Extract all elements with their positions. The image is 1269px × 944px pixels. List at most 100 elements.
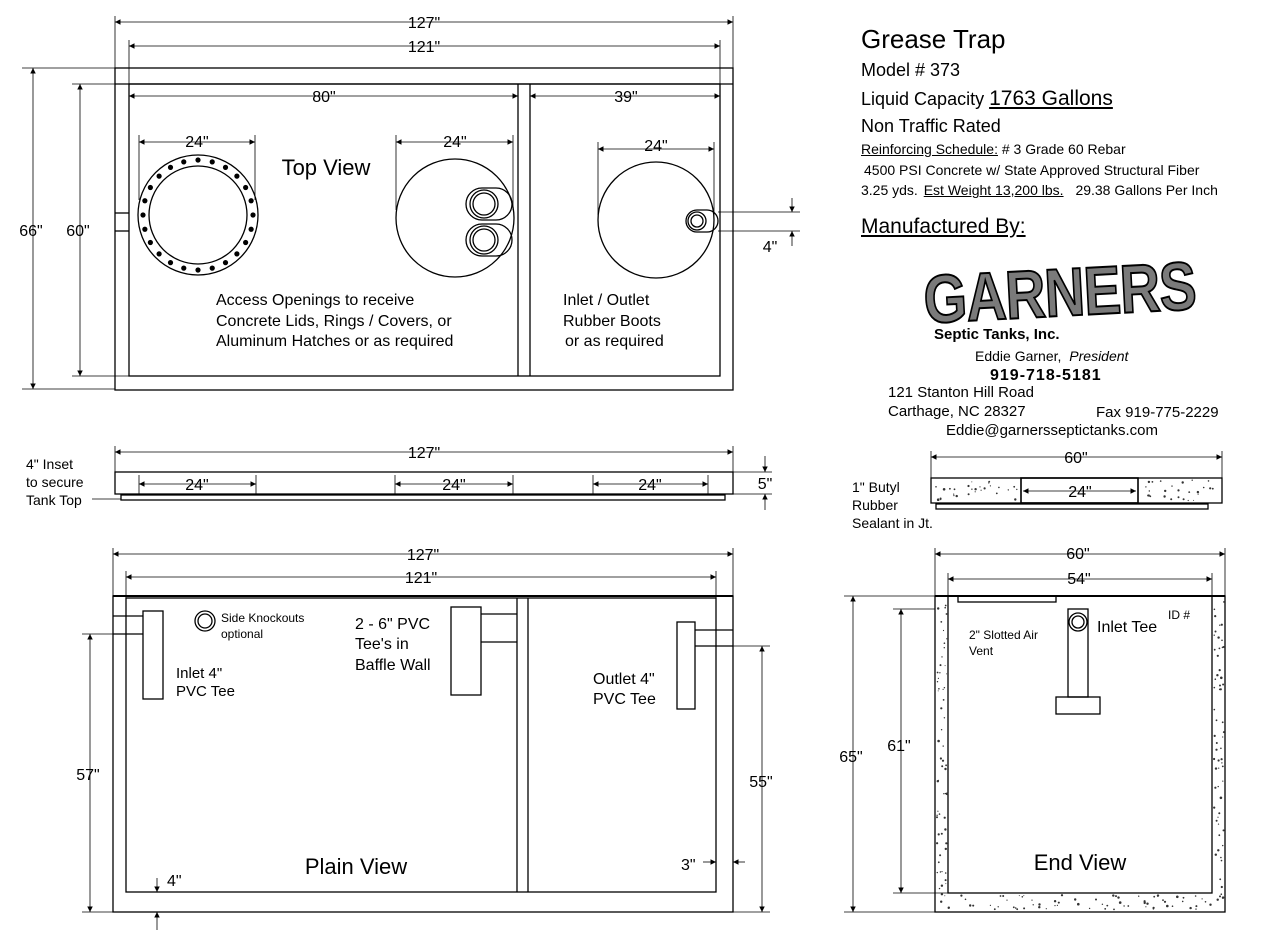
concrete-speck — [1222, 844, 1224, 847]
concrete-speck — [935, 486, 937, 488]
dim-lid-opening-3: 24" — [638, 477, 661, 494]
concrete-speck — [1213, 806, 1216, 809]
concrete-speck — [1182, 498, 1185, 501]
ring-bolt-hole — [243, 239, 249, 246]
end-inlet-tee — [1067, 608, 1089, 698]
concrete-speck — [1219, 684, 1221, 687]
concrete-speck — [1214, 767, 1218, 770]
concrete-speck — [953, 495, 955, 497]
baffle-note-line-1: 2 - 6" PVC — [355, 616, 430, 633]
concrete-speck — [967, 493, 970, 496]
spec-capacity-label: Liquid Capacity — [861, 89, 985, 109]
concrete-speck — [989, 904, 992, 907]
boot-note-line-3: or as required — [565, 333, 664, 350]
concrete-speck — [1222, 731, 1225, 734]
dim-wall-thickness: 3" — [681, 857, 696, 874]
concrete-speck — [1220, 859, 1223, 862]
concrete-speck — [1176, 895, 1179, 899]
concrete-speck — [1220, 856, 1222, 859]
concrete-speck — [938, 813, 941, 815]
concrete-speck — [943, 717, 946, 719]
concrete-speck — [1016, 488, 1018, 491]
spec-traffic: Non Traffic Rated — [861, 116, 1001, 136]
top-view-labels: 127" 121" 80" 39" 66" 60" 24" 24" 24" 4"… — [19, 15, 777, 350]
concrete-speck — [944, 872, 947, 874]
concrete-speck — [969, 904, 972, 907]
logo-person-line: Eddie Garner, President — [975, 348, 1130, 364]
concrete-speck — [1221, 765, 1224, 768]
concrete-speck — [940, 621, 943, 623]
concrete-speck — [1060, 894, 1064, 897]
ring-bolt-hole — [222, 260, 229, 266]
concrete-speck — [1217, 849, 1220, 852]
concrete-speck — [1023, 907, 1026, 910]
concrete-speck — [1166, 904, 1169, 908]
inset-note-line-2: to secure — [26, 474, 84, 490]
concrete-speck — [939, 871, 942, 873]
ring-bolt-hole — [209, 159, 215, 165]
access-opening-2 — [395, 158, 515, 278]
concrete-speck — [947, 907, 950, 909]
concrete-speck — [1181, 900, 1184, 903]
concrete-speck — [988, 482, 990, 484]
ring-bolt-hole — [234, 251, 240, 257]
logo-email: Eddie@garnersseptictanks.com — [946, 422, 1158, 439]
concrete-speck — [1181, 481, 1184, 484]
logo-person: Eddie Garner, — [975, 348, 1061, 364]
concrete-speck — [1217, 636, 1220, 639]
concrete-speck — [1056, 904, 1058, 907]
concrete-speck — [1112, 894, 1115, 897]
dim-opening-2: 24" — [443, 134, 466, 151]
spec-reinforcing-label: Reinforcing Schedule: — [861, 141, 998, 157]
ring-bolt-hole — [248, 198, 254, 204]
end-lid-section — [930, 451, 1223, 510]
concrete-speck — [1213, 708, 1216, 711]
ring-bolt-hole — [167, 260, 174, 266]
dim-end-lid-width: 60" — [1064, 450, 1087, 467]
logo-phone: 919-718-5181 — [990, 367, 1102, 384]
dim-end-inner-height: 61" — [887, 738, 910, 755]
concrete-speck — [945, 842, 948, 845]
dim-top-left-chamber: 80" — [312, 89, 335, 106]
concrete-speck — [938, 688, 940, 690]
concrete-speck — [937, 690, 939, 692]
ring-bolt-hole — [156, 173, 162, 179]
dim-lid-opening-1: 24" — [185, 477, 208, 494]
access-note-line-3: Aluminum Hatches or as required — [216, 333, 453, 350]
concrete-speck — [936, 816, 938, 819]
concrete-speck — [1220, 747, 1222, 750]
concrete-speck — [1189, 906, 1192, 910]
concrete-speck — [953, 493, 955, 495]
concrete-speck — [980, 489, 982, 491]
concrete-speck — [1211, 487, 1214, 490]
ring-bolt-hole — [243, 184, 249, 191]
lid-section-labels: 127" 24" 24" 24" 5" 4" Inset to secure T… — [26, 445, 772, 508]
concrete-speck — [995, 492, 998, 495]
concrete-speck — [1153, 895, 1156, 898]
concrete-speck — [974, 488, 977, 491]
inlet-note-line-2: PVC Tee — [176, 683, 235, 700]
side-knockout — [194, 610, 216, 632]
concrete-speck — [1217, 785, 1219, 788]
concrete-speck — [1216, 898, 1219, 901]
dim-top-outer-height: 66" — [19, 223, 42, 240]
concrete-speck — [937, 607, 940, 610]
concrete-speck — [1147, 480, 1151, 484]
concrete-speck — [1204, 901, 1207, 903]
concrete-speck — [944, 895, 946, 897]
concrete-speck — [1214, 853, 1218, 856]
access-opening-3 — [597, 161, 715, 279]
logo-subtitle: Septic Tanks, Inc. — [934, 326, 1060, 343]
plain-view-outer-outline — [112, 595, 734, 913]
access-opening-ring-1 — [137, 154, 259, 276]
concrete-speck — [971, 481, 973, 483]
end-lid-concrete-texture — [935, 479, 1214, 502]
concrete-speck — [1222, 780, 1224, 782]
concrete-speck — [1138, 895, 1140, 897]
concrete-speck — [993, 908, 996, 911]
spec-model: Model # 373 — [861, 60, 961, 80]
ring-bolt-hole — [209, 265, 215, 271]
concrete-speck — [945, 613, 948, 615]
concrete-speck — [1143, 900, 1146, 903]
